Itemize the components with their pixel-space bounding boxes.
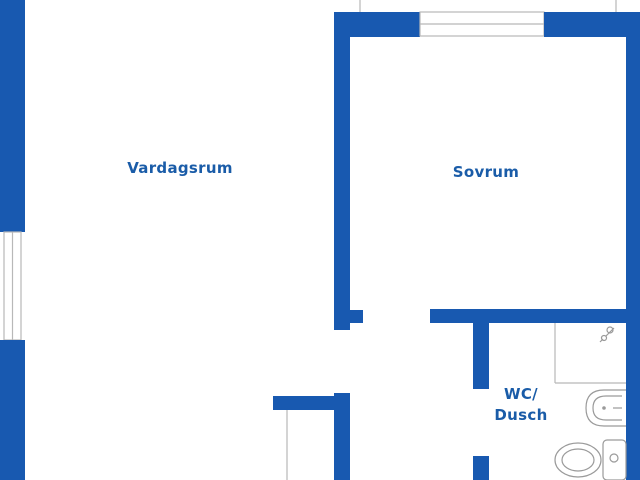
closet-side-wall [334,393,350,480]
interior-wall-vertical [334,12,350,330]
shower [554,323,626,384]
shower-head-icon [599,326,615,343]
bedroom-bottom-wall [430,309,640,323]
left-window [3,231,22,341]
top-wall-right [544,12,640,37]
right-wall [626,12,640,480]
room-label-bathroom-line1: WC/ [504,385,538,403]
left-wall-upper [0,0,25,232]
room-label-bedroom: Sovrum [453,163,519,181]
room-label-living: Vardagsrum [127,159,233,177]
interior-wall-stub [350,310,363,323]
top-window [419,11,545,37]
toilet-icon [554,439,627,480]
bathroom-wall-upper [473,309,489,389]
left-wall-lower [0,340,25,480]
bathroom-wall-lower [473,456,489,480]
room-label-bathroom-line2: Dusch [494,406,547,424]
closet-top-wall [273,396,350,410]
washbasin-icon [585,389,626,427]
